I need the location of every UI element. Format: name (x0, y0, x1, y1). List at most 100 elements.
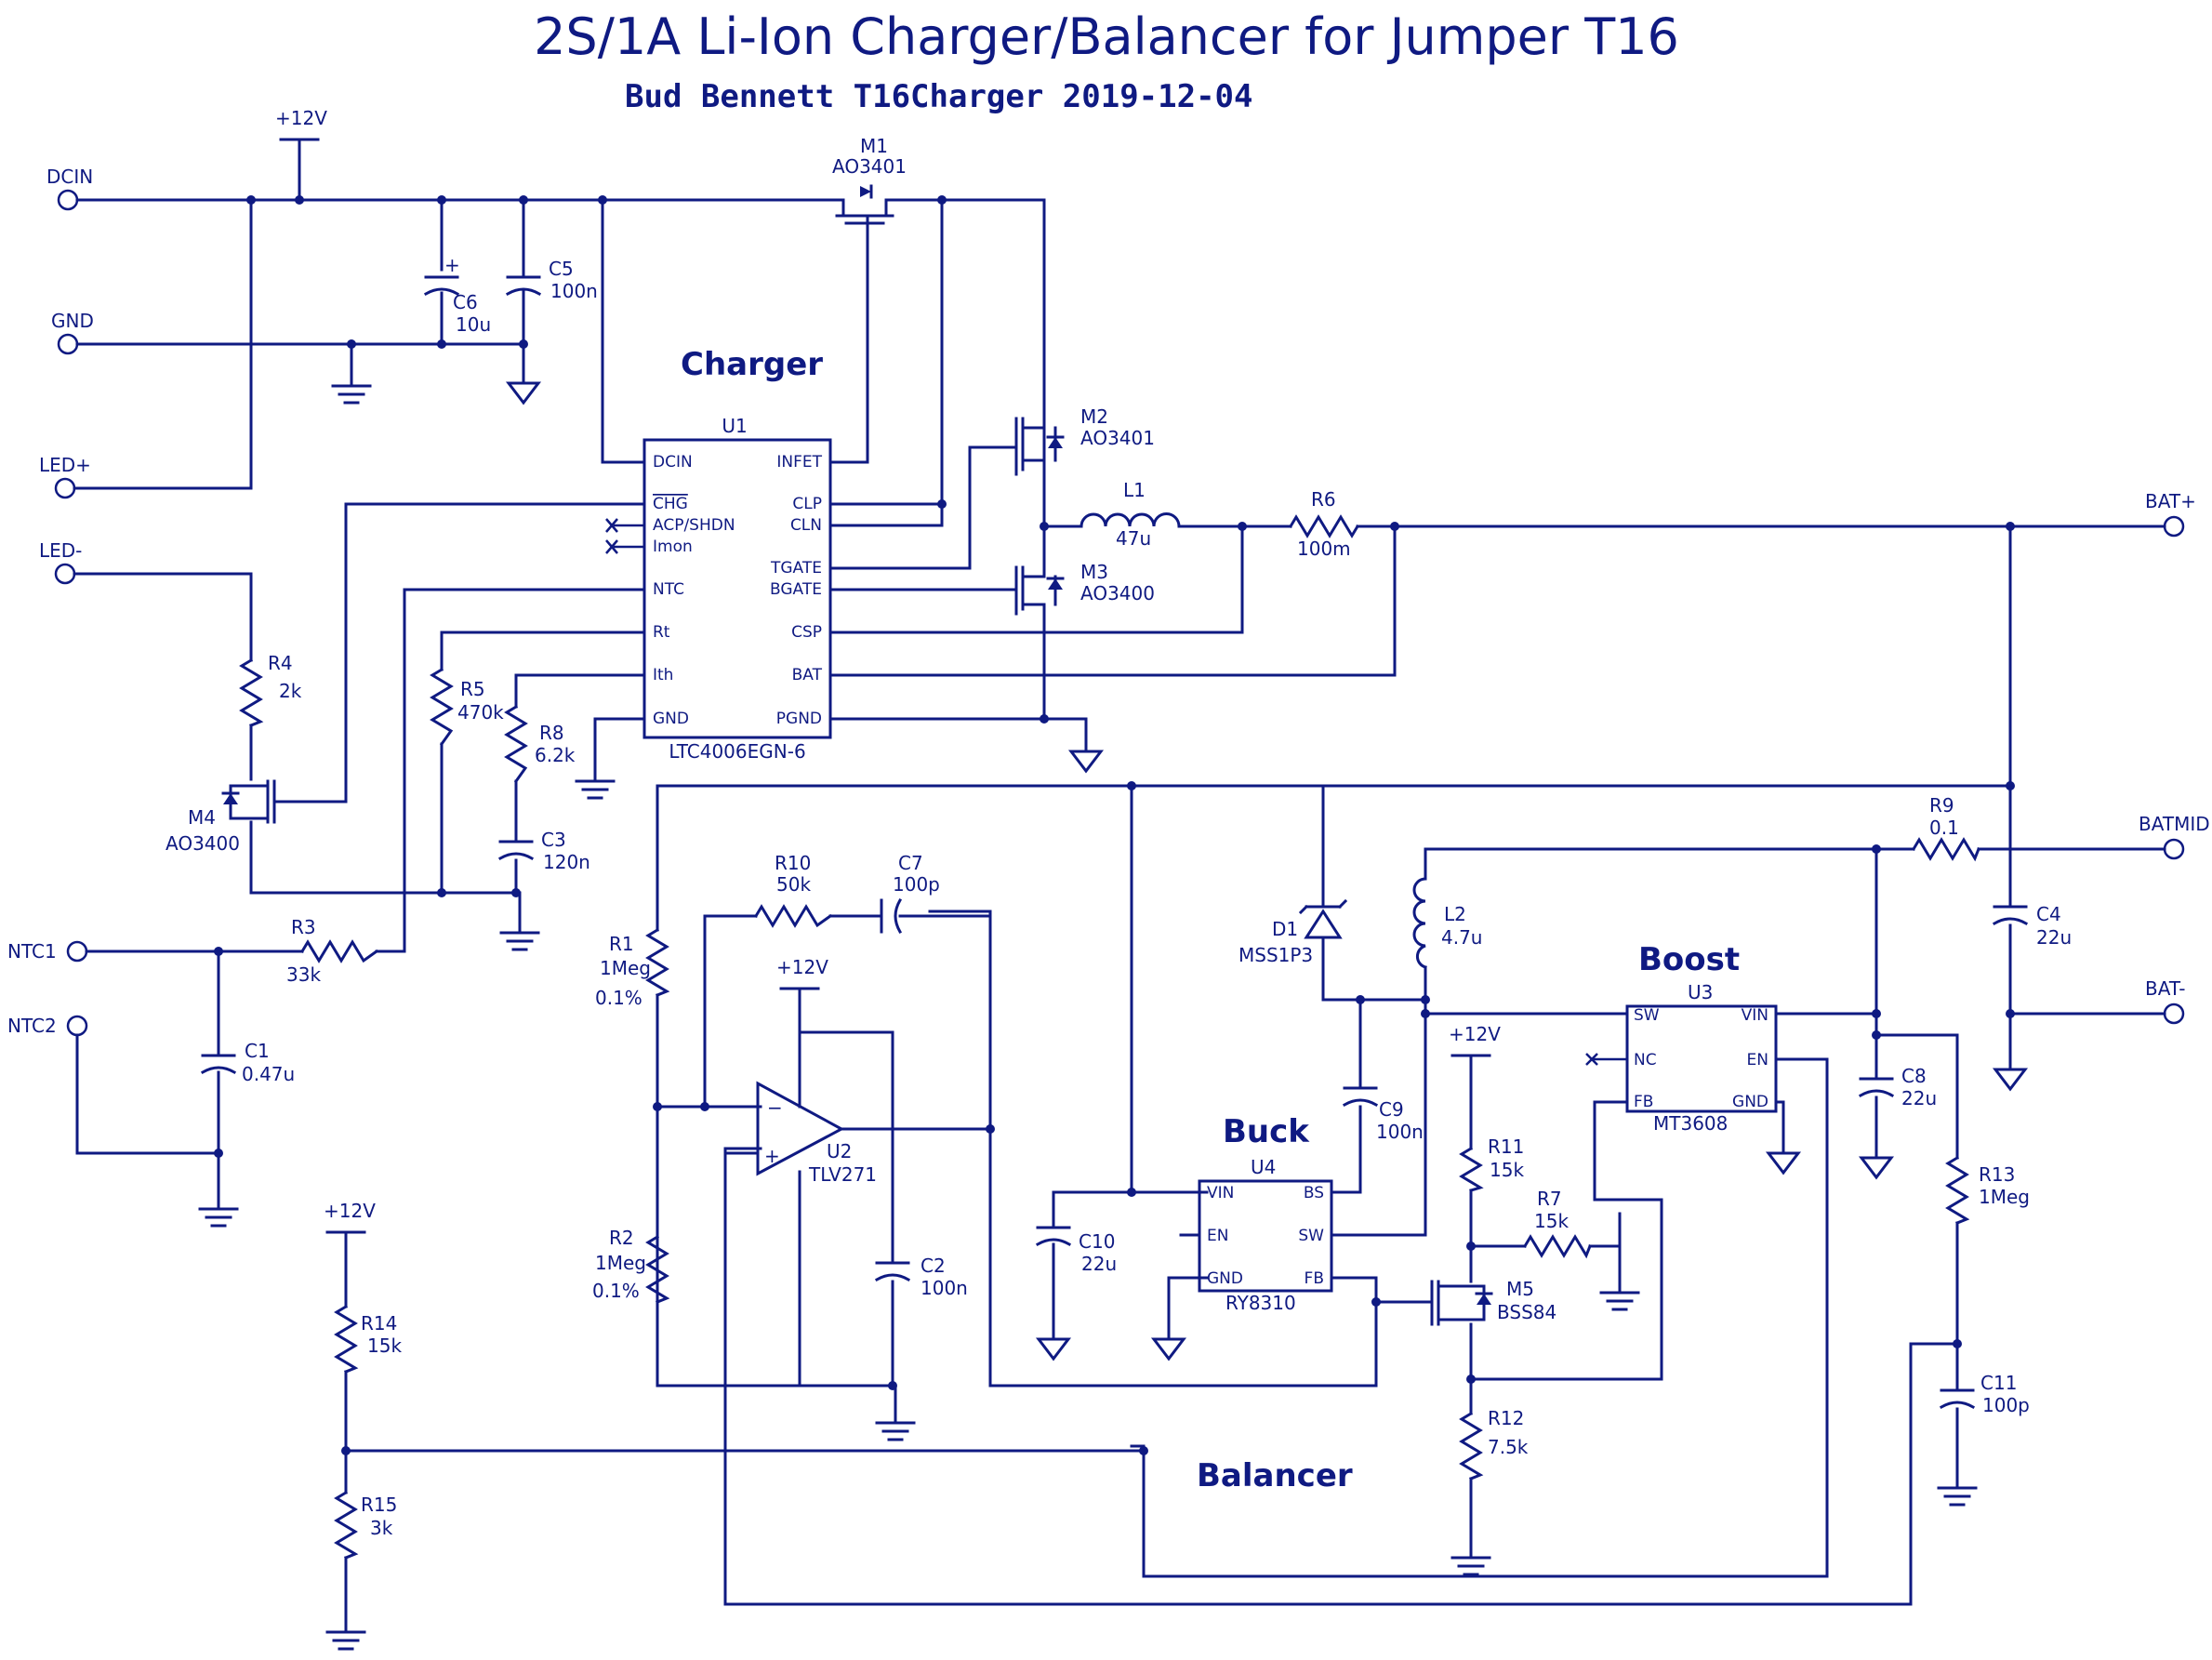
svg-text:SW: SW (1634, 1006, 1660, 1025)
svg-text:PGND: PGND (776, 710, 822, 728)
svg-text:L2: L2 (1444, 903, 1466, 925)
svg-text:C3: C3 (541, 829, 566, 851)
svg-text:+: + (764, 1145, 780, 1167)
svg-text:U3: U3 (1688, 981, 1713, 1003)
svg-text:GND: GND (653, 710, 689, 728)
svg-text:L1: L1 (1123, 479, 1146, 501)
svg-text:ACP/SHDN: ACP/SHDN (653, 516, 735, 535)
svg-text:C1: C1 (245, 1040, 270, 1062)
svg-text:10u: 10u (456, 313, 491, 336)
section-label-balancer: Balancer (1197, 1457, 1353, 1494)
svg-text:C4: C4 (2036, 903, 2061, 925)
svg-text:CLN: CLN (790, 516, 822, 535)
diode-d1: D1 MSS1P3 (1238, 898, 1348, 966)
capacitor-c9: C9 100n (1342, 1086, 1424, 1143)
svg-text:TLV271: TLV271 (808, 1163, 877, 1186)
svg-text:1Meg: 1Meg (1979, 1186, 2030, 1208)
svg-text:100n: 100n (550, 280, 598, 302)
svg-text:TGATE: TGATE (770, 559, 822, 578)
port-ntc1: NTC1 (7, 940, 88, 963)
ground-triangle-symbol (1858, 1105, 1895, 1180)
svg-text:R8: R8 (539, 722, 564, 744)
svg-text:120n: 120n (543, 851, 590, 873)
svg-text:R15: R15 (361, 1494, 397, 1516)
svg-text:C11: C11 (1980, 1372, 2017, 1394)
port-gnd: GND (51, 310, 94, 355)
resistor-r12: R12 7.5k (1459, 1407, 1529, 1481)
svg-text:33k: 33k (286, 963, 321, 986)
svg-text:U4: U4 (1251, 1156, 1276, 1178)
svg-text:NC: NC (1634, 1051, 1657, 1069)
ground-triangle-symbol (505, 342, 542, 405)
svg-text:47u: 47u (1116, 527, 1151, 550)
svg-text:100p: 100p (893, 873, 940, 896)
port-bat-plus: BAT+ (2145, 490, 2196, 538)
svg-text:INFET: INFET (776, 453, 822, 471)
svg-text:EN: EN (1207, 1227, 1228, 1245)
svg-text:Rt: Rt (653, 623, 670, 642)
svg-text:22u: 22u (2036, 926, 2072, 949)
ground-symbol (1450, 1523, 1491, 1576)
port-bat-minus: BAT- (2145, 977, 2185, 1025)
ground-symbol (575, 717, 616, 800)
resistor-r6: R6 100m (1288, 488, 1360, 560)
capacitor-c10: C10 22u (1035, 1226, 1117, 1275)
svg-text:FB: FB (1634, 1093, 1653, 1111)
capacitor-c3: C3 120n (497, 829, 590, 873)
svg-text:BS: BS (1304, 1184, 1324, 1202)
svg-text:CSP: CSP (791, 623, 822, 642)
svg-text:CHG: CHG (653, 495, 688, 513)
svg-text:15k: 15k (1534, 1210, 1569, 1232)
svg-text:M4: M4 (188, 806, 216, 829)
resistor-r7: R7 15k (1522, 1188, 1592, 1259)
svg-text:0.1%: 0.1% (595, 987, 642, 1009)
svg-text:1Meg: 1Meg (595, 1252, 646, 1274)
inductor-l2: L2 4.7u (1412, 877, 1482, 969)
svg-text:R11: R11 (1488, 1135, 1524, 1158)
resistor-r2: R2 1Meg 0.1% (592, 1227, 670, 1304)
inductor-l1: L1 47u (1080, 479, 1181, 550)
section-label-charger: Charger (681, 346, 823, 383)
section-label-boost: Boost (1638, 941, 1740, 978)
svg-text:GND: GND (1732, 1093, 1768, 1111)
svg-text:2k: 2k (279, 680, 302, 702)
ground-symbol (198, 1151, 239, 1228)
resistor-r14: R14 15k (334, 1304, 402, 1374)
svg-text:0.1%: 0.1% (592, 1280, 640, 1302)
svg-text:C2: C2 (921, 1255, 946, 1277)
svg-text:R13: R13 (1979, 1163, 2015, 1186)
svg-text:BSS84: BSS84 (1497, 1301, 1556, 1323)
mosfet-m2: M2 AO3401 (1014, 198, 1155, 476)
svg-text:U1: U1 (722, 415, 747, 437)
svg-text:R12: R12 (1488, 1407, 1524, 1429)
svg-text:VIN: VIN (1742, 1006, 1768, 1025)
svg-text:50k: 50k (776, 873, 811, 896)
capacitor-c5: C5 100n (505, 258, 598, 302)
resistor-r13: R13 1Meg (1945, 1155, 2030, 1225)
resistor-r1: R1 1Meg 0.1% (595, 927, 670, 1009)
svg-text:MT3608: MT3608 (1653, 1112, 1728, 1135)
svg-text:GND: GND (1207, 1269, 1243, 1288)
mosfet-m5: M5 BSS84 (1430, 1278, 1556, 1326)
svg-text:MSS1P3: MSS1P3 (1238, 944, 1313, 966)
svg-text:7.5k: 7.5k (1488, 1436, 1529, 1458)
svg-text:NTC: NTC (653, 580, 684, 599)
wire-net (344, 525, 2166, 1620)
svg-text:22u: 22u (1081, 1253, 1117, 1275)
section-label-buck: Buck (1223, 1113, 1310, 1150)
svg-text:R5: R5 (460, 678, 485, 700)
junction-dots (214, 195, 2015, 1455)
svg-text:SW: SW (1298, 1227, 1324, 1245)
svg-text:4.7u: 4.7u (1441, 926, 1482, 949)
svg-text:C10: C10 (1079, 1230, 1115, 1253)
svg-text:Imon: Imon (653, 538, 693, 556)
mosfet-m4: M4 AO3400 (166, 779, 276, 855)
ic-u3: U3 MT3608 SW NC FB VIN EN GND (1585, 981, 1778, 1135)
svg-text:RY8310: RY8310 (1225, 1292, 1296, 1314)
resistor-r4: R4 2k (239, 652, 302, 727)
supply-12v-balancer: +12V (1449, 1023, 1501, 1127)
svg-text:VIN: VIN (1207, 1184, 1234, 1202)
svg-text:+12V: +12V (1449, 1023, 1501, 1045)
